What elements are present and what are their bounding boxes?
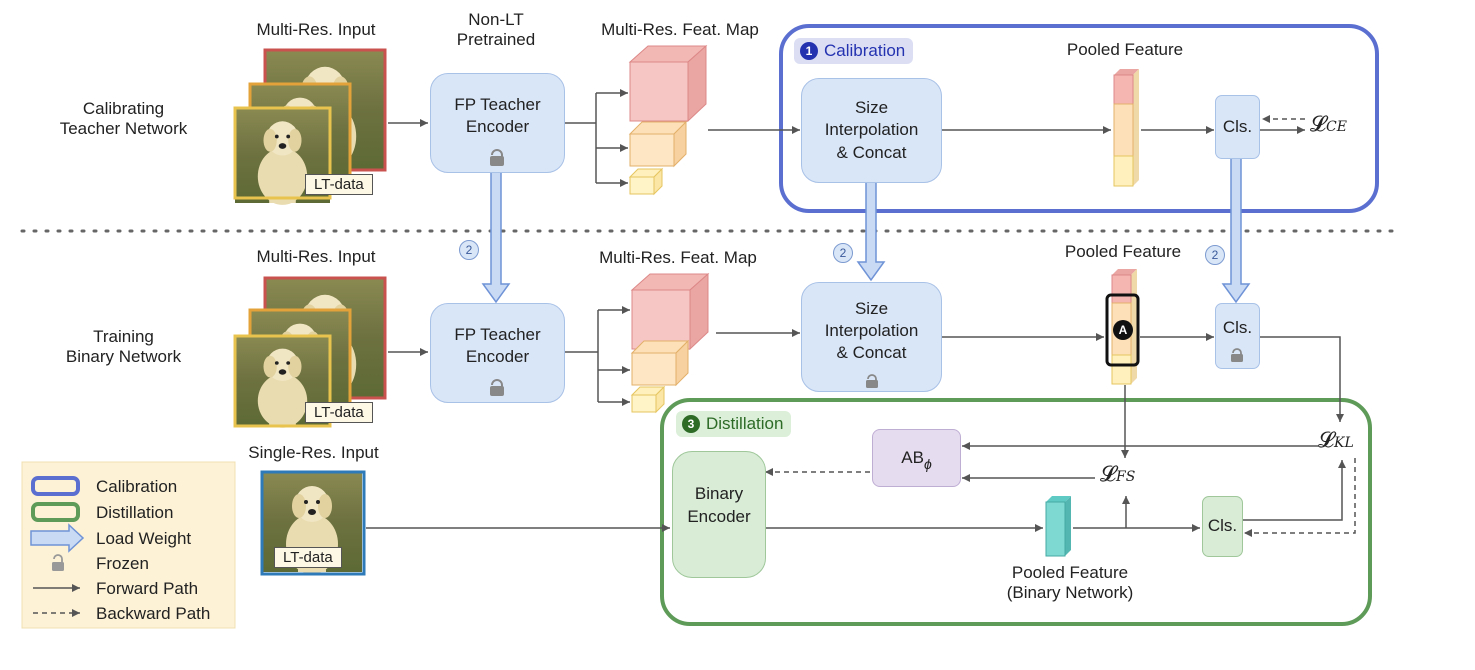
calibration-tag: 1 Calibration — [794, 38, 914, 64]
binary-pooled-feature — [1045, 496, 1071, 557]
lock-icon — [866, 374, 878, 388]
size-interpolation-top: Size Interpolation & Concat — [801, 78, 942, 183]
legend-label: Backward Path — [96, 604, 211, 623]
classifier-label: Cls. — [1222, 317, 1253, 337]
lt-data-tag: LT-data — [274, 547, 342, 568]
distillation-tag-label: Distillation — [706, 414, 784, 433]
feature-map-label: Multi-Res. Feat. Map — [599, 248, 757, 267]
load-weight-arrow-icon — [30, 523, 85, 553]
calibration-frame — [779, 24, 1379, 213]
top-pooled-stack — [1113, 69, 1139, 187]
classifier-label: Cls. — [1207, 516, 1238, 536]
distillation-box-icon — [31, 502, 80, 522]
ab-subscript: ϕ — [923, 455, 932, 472]
calibration-tag-label: Calibration — [824, 41, 906, 60]
loss-fs-sub: FS — [1116, 469, 1136, 485]
row-label-calibrating: Calibrating Teacher Network — [59, 99, 188, 139]
feature-map-label: Multi-Res. Feat. Map — [601, 20, 759, 39]
loss-ce-sub: CE — [1326, 119, 1347, 135]
lock-icon — [1231, 348, 1243, 362]
multi-res-input-label: Multi-Res. Input — [256, 247, 376, 266]
size-interpolation-label: Size Interpolation & Concat — [824, 298, 919, 363]
distillation-frame — [660, 398, 1372, 626]
lt-data-tag: LT-data — [305, 402, 373, 423]
pooled-feature-label: Pooled Feature — [1066, 40, 1184, 59]
distillation-tag: 3 Distillation — [676, 411, 792, 437]
load-weight-arrows — [481, 156, 1251, 304]
loss-fs: 𝓛FS — [1100, 462, 1136, 487]
legend-label: Load Weight — [96, 529, 192, 548]
fp-teacher-encoder-label: FP Teacher Encoder — [454, 324, 541, 366]
bottom-feature-cubes — [630, 272, 710, 414]
classifier-label: Cls. — [1222, 116, 1253, 136]
pooled-feature-binary-label: Pooled Feature (Binary Network) — [1006, 563, 1134, 603]
stage-number-badge: 1 — [800, 42, 818, 60]
loss-kl-sub: KL — [1334, 435, 1354, 451]
lock-icon — [52, 554, 64, 571]
classifier-binary: Cls. — [1202, 496, 1243, 557]
single-res-input-label: Single-Res. Input — [248, 443, 379, 462]
bottom-pooled-stack — [1105, 269, 1140, 385]
binary-encoder-label: Binary Encoder — [687, 484, 751, 526]
stage-number-badge: 2 — [833, 243, 853, 263]
attention-marker: A — [1113, 320, 1133, 340]
loss-ce: 𝓛CE — [1310, 112, 1347, 137]
row-label-training: Training Binary Network — [65, 327, 182, 367]
legend-label: Frozen — [96, 554, 149, 573]
calibration-box-icon — [31, 476, 80, 496]
size-interpolation-bottom: Size Interpolation & Concat — [801, 282, 942, 392]
pooled-feature-label: Pooled Feature — [1064, 242, 1182, 261]
legend-label: Forward Path — [96, 579, 199, 598]
classifier-top: Cls. — [1215, 95, 1260, 159]
attention-highlight — [1105, 293, 1140, 367]
top-feature-cubes — [628, 44, 708, 196]
binary-encoder: Binary Encoder — [672, 451, 766, 578]
top-dog-stack — [233, 48, 387, 205]
size-interpolation-label: Size Interpolation & Concat — [824, 98, 919, 162]
lock-icon — [490, 149, 504, 166]
stage-number-badge: 2 — [1205, 245, 1225, 265]
stage-number-badge: 2 — [459, 240, 479, 260]
multi-res-input-label: Multi-Res. Input — [256, 20, 376, 39]
bottom-forward-paths — [366, 306, 1356, 537]
bottom-dog-stack — [233, 276, 387, 428]
single-res-dog — [260, 470, 366, 576]
fp-teacher-encoder-label: FP Teacher Encoder — [454, 94, 541, 136]
non-lt-pretrained-label: Non-LT Pretrained — [456, 10, 536, 50]
loss-kl: 𝓛KL — [1318, 428, 1354, 453]
stage-number-badge: 3 — [682, 415, 700, 433]
top-forward-paths — [388, 89, 1305, 187]
lt-data-tag: LT-data — [305, 174, 373, 195]
legend-label: Distillation — [96, 503, 174, 522]
ab-label: AB — [901, 447, 924, 467]
lock-icon — [490, 379, 504, 396]
legend-label: Calibration — [96, 477, 178, 496]
